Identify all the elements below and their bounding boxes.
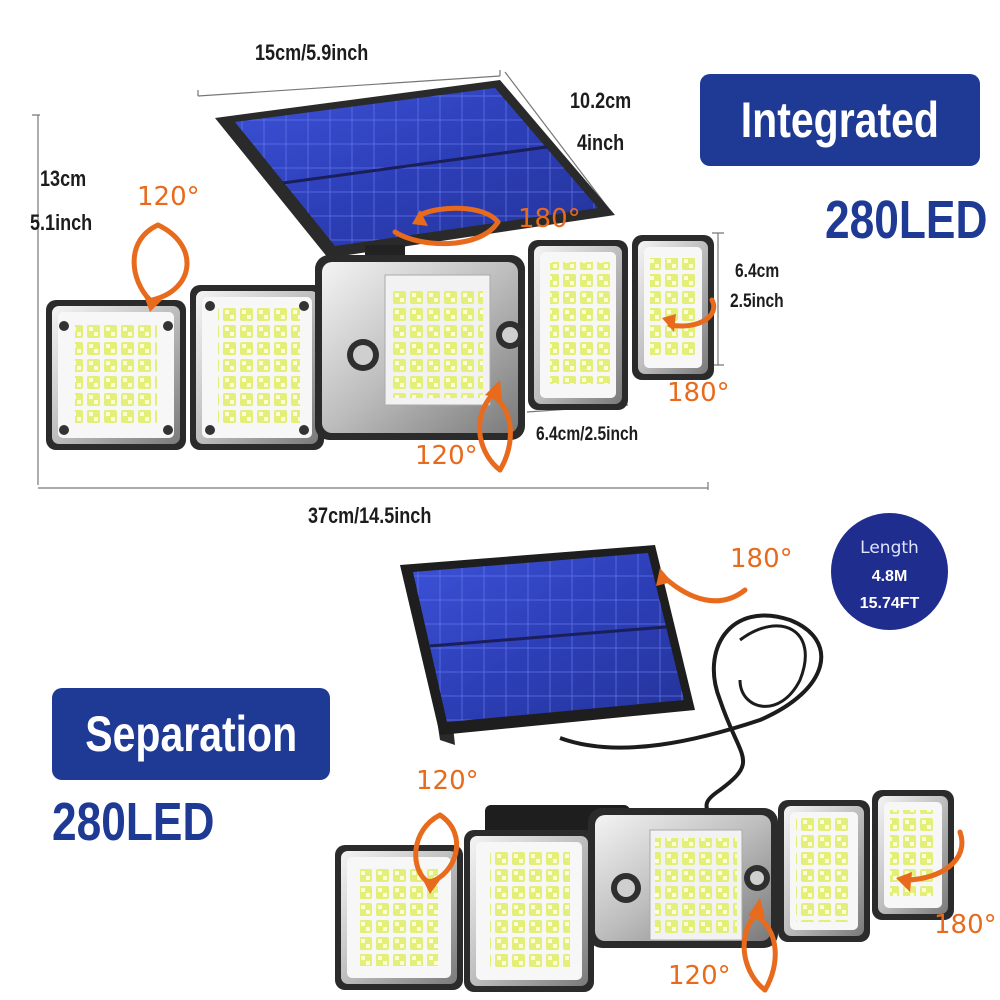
sep-rotate-arrow-center-icon	[741, 912, 768, 993]
sep-center-head	[588, 808, 778, 948]
dim-head-h-cm-label: 6.4cm	[735, 261, 780, 282]
dim-depth-in-label: 4inch	[577, 130, 625, 155]
dim-head-h-in-label: 2.5inch	[730, 291, 784, 312]
dim-depth-cm-label: 10.2cm	[570, 88, 632, 113]
dim-total-label: 37cm/14.5inch	[308, 503, 432, 528]
sep-light-head-4	[778, 800, 870, 942]
center-head	[315, 255, 525, 440]
cable-length-title: Length	[860, 538, 919, 558]
integrated-banner: Integrated	[700, 74, 980, 166]
rotate-arrow-center-icon	[477, 392, 503, 473]
light-head-4	[528, 240, 628, 410]
sep-rotate-arrow-left-icon	[427, 812, 460, 885]
angle-left-label: 120°	[137, 182, 200, 212]
integrated-led-count: 280LED	[825, 190, 988, 250]
angle-right-label: 180°	[667, 378, 730, 408]
rotate-arrow-panel-icon	[392, 219, 501, 247]
cable-length-meters: 4.8M	[871, 568, 908, 585]
cable-length-feet: 15.74FT	[859, 595, 920, 612]
dim-head-w-label: 6.4cm/2.5inch	[536, 424, 639, 445]
integrated-label: Integrated	[740, 92, 940, 148]
light-head-1	[46, 300, 186, 450]
dim-width-label: 15cm/5.9inch	[255, 40, 369, 65]
solar-panel-separated	[400, 545, 695, 745]
light-head-5	[632, 235, 714, 380]
rotate-arrow-right-icon	[667, 297, 717, 329]
separation-banner: Separation	[52, 688, 330, 780]
dim-height-cm-label: 13cm	[40, 166, 87, 191]
sep-angle-right-label: 180°	[934, 910, 997, 940]
sep-light-head-5	[872, 790, 954, 920]
sep-rotate-arrow-panel-icon	[662, 575, 748, 604]
dim-height-in-label: 5.1inch	[30, 210, 93, 235]
rotate-arrow-left-icon	[149, 222, 190, 303]
cable-length-badge: Length 4.8M 15.74FT	[831, 513, 948, 630]
cable	[559, 613, 824, 813]
sep-light-head-1	[335, 845, 463, 990]
angle-center-label: 120°	[415, 441, 478, 471]
angle-panel-label: 180°	[518, 204, 581, 234]
light-head-2	[190, 285, 324, 450]
sep-angle-panel-label: 180°	[730, 544, 793, 574]
sep-rotate-arrow-right-icon	[902, 829, 965, 883]
separation-led-count: 280LED	[52, 792, 215, 852]
sep-angle-left-label: 120°	[416, 766, 479, 796]
solar-panel-integrated	[215, 80, 615, 270]
separation-label: Separation	[85, 706, 297, 762]
sep-angle-center-label: 120°	[668, 961, 731, 991]
sep-light-head-2	[464, 830, 594, 992]
